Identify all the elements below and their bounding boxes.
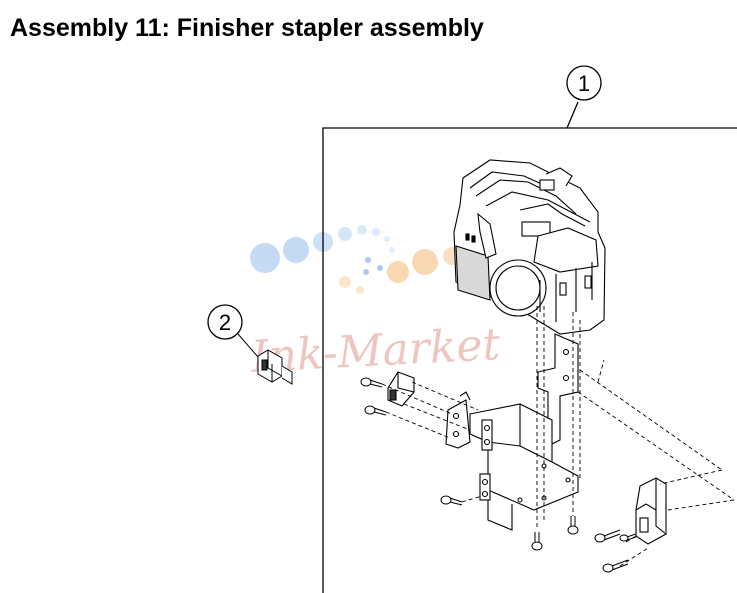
main-frame bbox=[469, 403, 579, 531]
sensor-bracket bbox=[635, 477, 667, 545]
callout-1: 1 bbox=[566, 65, 602, 101]
sensor-part bbox=[257, 349, 293, 385]
screw bbox=[531, 532, 543, 551]
page-title: Assembly 11: Finisher stapler assembly bbox=[10, 14, 484, 42]
screw bbox=[594, 529, 621, 543]
screw bbox=[567, 516, 579, 535]
screws bbox=[360, 377, 637, 573]
screw bbox=[602, 559, 629, 573]
assembly-frame bbox=[322, 101, 737, 593]
clip-part bbox=[387, 371, 415, 407]
assembly-guide-lines bbox=[381, 306, 735, 567]
stapler-unit bbox=[453, 159, 606, 335]
side-bracket bbox=[445, 391, 471, 449]
screw bbox=[440, 495, 463, 506]
screw bbox=[364, 405, 387, 416]
screw bbox=[619, 533, 637, 542]
callout-2: 2 bbox=[207, 304, 259, 358]
callout-1-number: 1 bbox=[578, 71, 590, 96]
watermark-logo bbox=[250, 225, 461, 294]
screw bbox=[360, 377, 383, 388]
callout-2-number: 2 bbox=[219, 310, 231, 335]
